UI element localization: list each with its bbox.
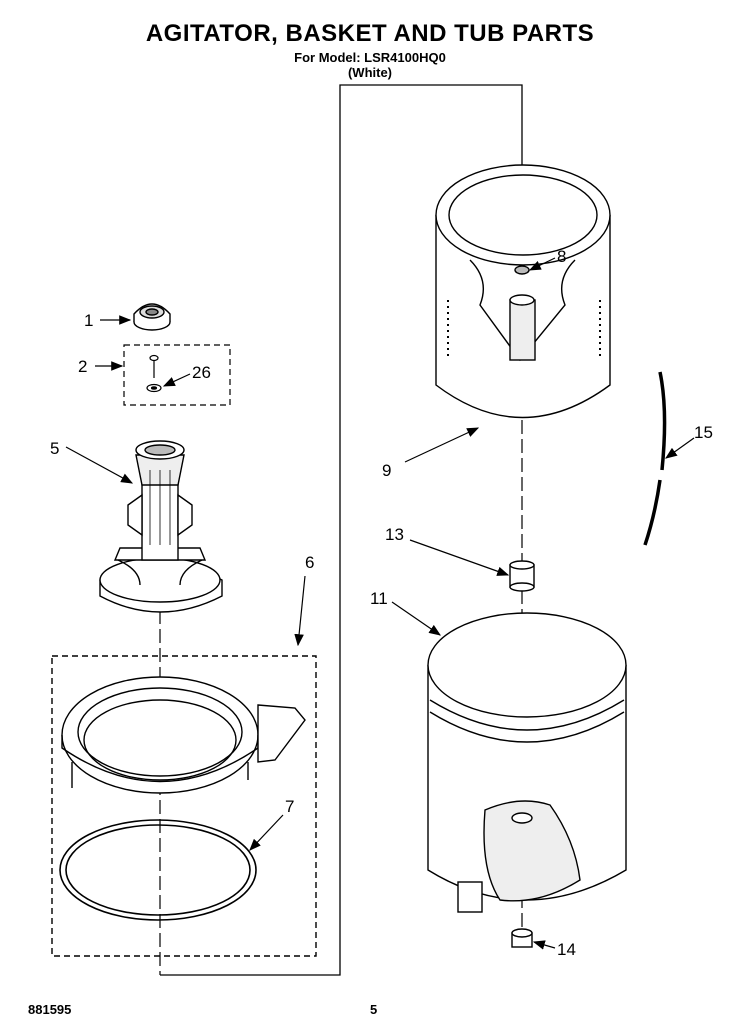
- page-title: AGITATOR, BASKET AND TUB PARTS: [145, 20, 595, 47]
- tub-ring-part: [51, 655, 317, 957]
- callout-13: 13: [385, 525, 404, 544]
- document-number: 881595: [28, 1002, 72, 1017]
- spin-basket-part: [435, 164, 611, 419]
- callout-5: 5: [50, 439, 59, 458]
- agitator-part: [99, 440, 223, 613]
- callout-2: 2: [78, 357, 87, 376]
- callout-9: 9: [382, 461, 391, 480]
- leader-lines: [65, 257, 695, 950]
- assembly-connector-line: [160, 84, 523, 976]
- hub-part: [509, 560, 535, 592]
- tub-nut-part: [511, 928, 533, 948]
- agitator-cap-part: [133, 303, 171, 331]
- callout-11: 11: [370, 589, 388, 608]
- bolt-kit-part: [123, 344, 231, 406]
- callout-8: 8: [557, 247, 566, 266]
- page-number: 5: [370, 1002, 378, 1017]
- model-line: For Model: LSR4100HQ0: [294, 50, 446, 65]
- callout-labels: 1 2 26 5 6 7 8 9 11 13 14 15: [50, 247, 713, 959]
- callout-1: 1: [84, 311, 93, 330]
- callout-14: 14: [557, 940, 576, 959]
- callout-6: 6: [305, 553, 314, 572]
- outer-tub-part: [427, 612, 627, 913]
- callout-7: 7: [285, 797, 294, 816]
- color-line: (White): [347, 65, 393, 80]
- model-info: For Model: LSR4100HQ0 (White): [0, 50, 740, 80]
- callout-15: 15: [694, 423, 713, 442]
- seal-strip-part: [643, 371, 667, 546]
- gasket-part: [59, 819, 257, 921]
- callout-26: 26: [192, 363, 211, 382]
